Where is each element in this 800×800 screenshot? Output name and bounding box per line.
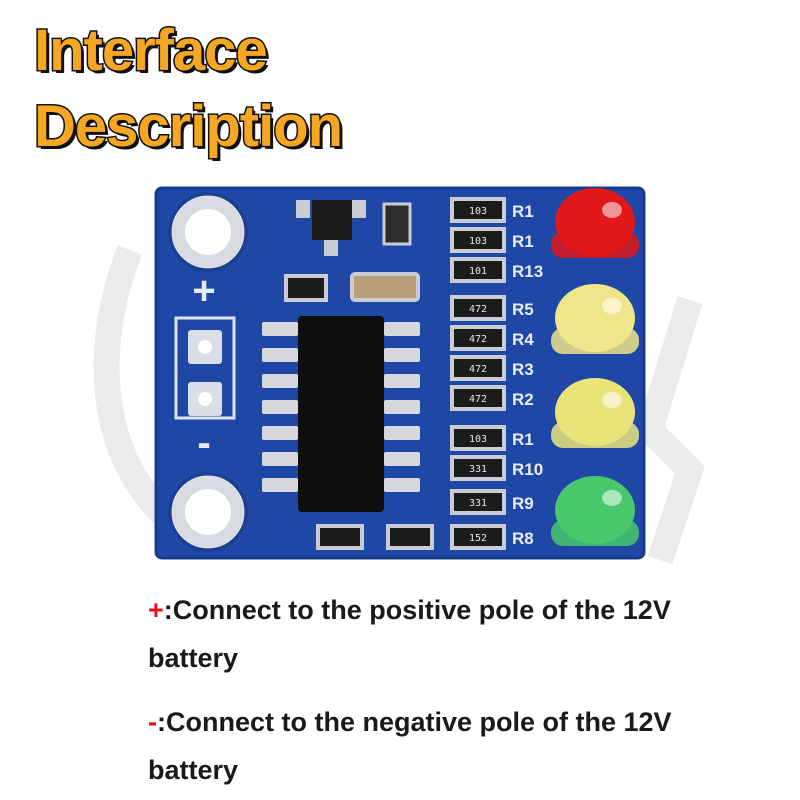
resistor-label-3: R5 (512, 300, 534, 319)
resistor-5 (450, 355, 506, 381)
resistor-label-7: R1 (512, 430, 534, 449)
capacitor-tan (350, 272, 420, 302)
led-column (551, 188, 639, 546)
resistor-code-2: 101 (469, 266, 487, 277)
led-3 (555, 476, 635, 544)
title-line-2: Description (32, 94, 344, 159)
resistor-code-3: 472 (469, 304, 487, 315)
resistor-3 (450, 295, 506, 321)
resistor-9 (450, 489, 506, 515)
resistor-r16 (284, 274, 328, 302)
led-highlight-1 (602, 298, 622, 314)
capacitor (382, 202, 412, 246)
resistor-code-10: 152 (469, 533, 487, 544)
led-1 (555, 284, 635, 352)
title-line-1: Interface (33, 18, 270, 83)
resistor-label-0: R1 (512, 202, 534, 221)
pcb-minus-mark: - (197, 421, 210, 465)
resistor-label-1: R1 (512, 232, 534, 251)
resistor-code-0: 103 (469, 206, 487, 217)
plus-symbol: + (148, 595, 164, 625)
led-2 (555, 378, 635, 446)
description-positive: +:Connect to the positive pole of the 12… (148, 586, 708, 682)
resistor-label-10: R8 (512, 529, 534, 548)
resistor-10 (450, 524, 506, 550)
led-highlight-0 (602, 202, 622, 218)
ic-chip (262, 316, 420, 512)
resistor-bottom-1 (316, 524, 364, 550)
resistor-label-9: R9 (512, 494, 534, 513)
resistor-label-2: R13 (512, 262, 543, 281)
led-0 (555, 188, 635, 256)
description-negative-text: :Connect to the negative pole of the 12V… (148, 707, 672, 785)
resistor-code-4: 472 (469, 334, 487, 345)
description-positive-text: :Connect to the positive pole of the 12V… (148, 595, 671, 673)
resistor-code-6: 472 (469, 394, 487, 405)
resistor-7 (450, 425, 506, 451)
resistor-code-8: 331 (469, 464, 487, 475)
led-highlight-3 (602, 490, 622, 506)
resistor-4 (450, 325, 506, 351)
transistor (312, 200, 352, 240)
terminal-outline (174, 316, 236, 420)
resistor-6 (450, 385, 506, 411)
description-negative: -:Connect to the negative pole of the 12… (148, 698, 708, 794)
resistor-label-8: R10 (512, 460, 543, 479)
minus-symbol: - (148, 707, 157, 737)
pcb-plus-mark: + (192, 269, 215, 313)
resistor-1 (450, 227, 506, 253)
resistor-2 (450, 257, 506, 283)
resistor-code-1: 103 (469, 236, 487, 247)
resistor-8 (450, 455, 506, 481)
resistor-label-6: R2 (512, 390, 534, 409)
resistor-label-4: R4 (512, 330, 534, 349)
led-highlight-2 (602, 392, 622, 408)
mounting-hole-bottom (168, 472, 248, 552)
resistor-bottom-2 (386, 524, 434, 550)
watermark (93, 245, 705, 565)
resistor-code-9: 331 (469, 498, 487, 509)
mounting-hole-top (168, 192, 248, 272)
resistor-code-7: 103 (469, 434, 487, 445)
resistor-label-5: R3 (512, 360, 534, 379)
resistor-0 (450, 197, 506, 223)
resistor-code-5: 472 (469, 364, 487, 375)
